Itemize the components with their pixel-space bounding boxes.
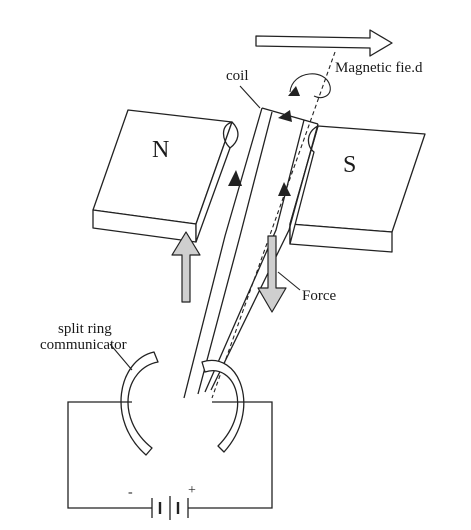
- magnetic-field-label: Magnetic fie.d: [335, 60, 423, 76]
- axis-line: [211, 51, 336, 399]
- rotation-arrow: [289, 73, 331, 99]
- north-magnet: [92, 109, 239, 243]
- split-ring-label-line1: split ring: [58, 321, 112, 337]
- battery-minus: -: [128, 485, 133, 500]
- current-arrow-up-top: [278, 110, 292, 122]
- coil-label: coil: [226, 68, 249, 84]
- battery-plus: +: [188, 483, 196, 498]
- south-magnet: [289, 125, 426, 253]
- current-arrow-down: [228, 170, 242, 186]
- south-label: S: [343, 152, 356, 178]
- split-ring-left: [120, 351, 159, 456]
- force-label: Force: [302, 288, 336, 304]
- magnetic-field-arrow: [255, 29, 393, 57]
- rotation-arrow-head: [288, 86, 300, 96]
- circuit-wire: [67, 401, 273, 509]
- split-ring-label-line2: communicator: [40, 337, 127, 353]
- coil-leader: [239, 85, 261, 109]
- coil: [183, 51, 336, 399]
- split-ring-leader: [109, 343, 133, 371]
- current-arrow-up-mid: [278, 182, 291, 196]
- force-arrow-up: [171, 231, 201, 303]
- split-ring-right: [201, 359, 245, 453]
- north-label: N: [152, 137, 169, 163]
- force-leader: [277, 271, 301, 291]
- battery: [151, 496, 189, 520]
- force-arrow-down: [257, 235, 287, 313]
